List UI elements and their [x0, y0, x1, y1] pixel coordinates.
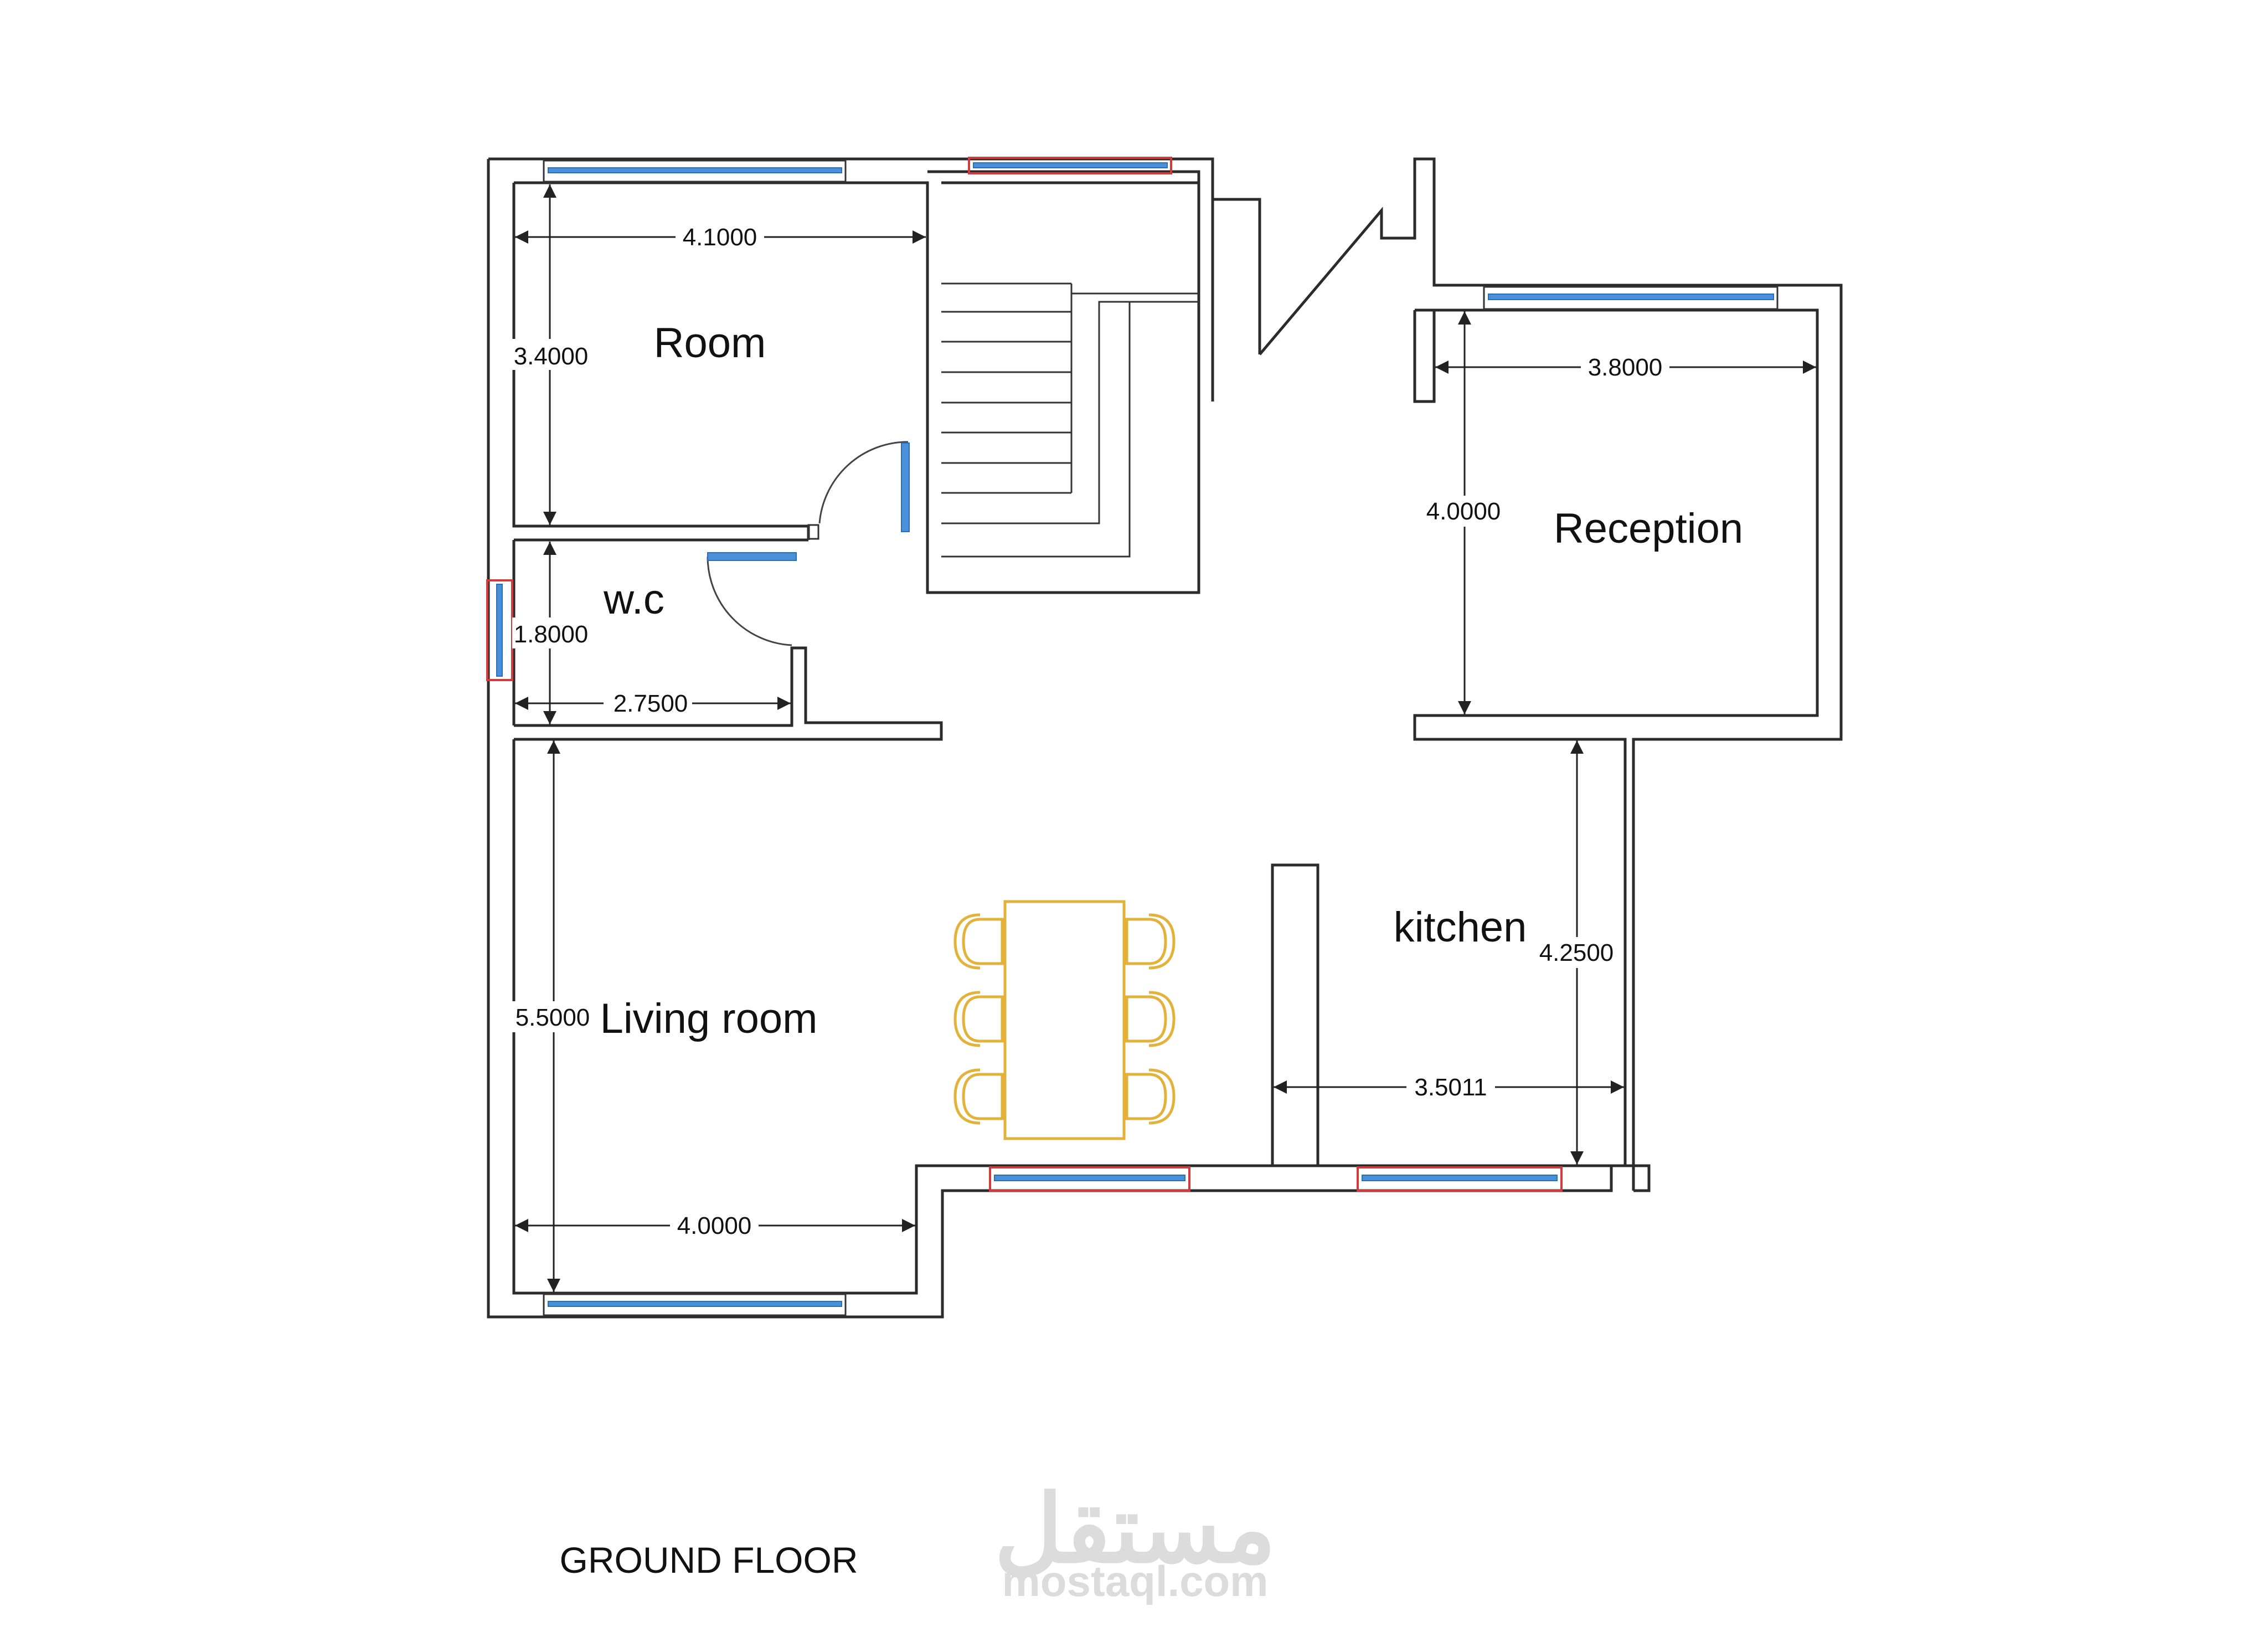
- dim-wc-height: 1.8000: [514, 621, 589, 648]
- door-wc: [707, 552, 797, 646]
- dim-kitchen-width: 3.5011: [1414, 1074, 1487, 1101]
- chair: [953, 1068, 1004, 1125]
- window-dining-bottom: [989, 1166, 1190, 1192]
- windows: [486, 157, 1779, 1316]
- window-kitchen-bottom: [1357, 1166, 1563, 1192]
- room-label-kitchen: kitchen: [1394, 904, 1527, 951]
- dim-reception-width: 3.8000: [1588, 354, 1663, 381]
- watermark: مستقل mostaql.com: [994, 1477, 1276, 1605]
- watermark-arabic: مستقل: [994, 1477, 1276, 1582]
- dim-living-height: 5.5000: [516, 1004, 590, 1031]
- dim-reception-height: 4.0000: [1426, 498, 1501, 525]
- room-label-room: Room: [654, 320, 766, 367]
- doors: [707, 441, 910, 646]
- dim-kitchen-height: 4.2500: [1539, 939, 1614, 966]
- plan-title: GROUND FLOOR: [559, 1540, 858, 1581]
- chair: [1125, 913, 1176, 970]
- dim-wc-width: 2.7500: [614, 690, 688, 717]
- chair: [953, 991, 1004, 1047]
- watermark-domain: mostaql.com: [1002, 1557, 1268, 1605]
- door-room: [807, 441, 910, 540]
- chair: [1125, 991, 1176, 1047]
- window-reception-top: [1483, 286, 1779, 310]
- room-label-living-room: Living room: [600, 995, 818, 1042]
- dining-table: [1003, 900, 1126, 1140]
- dimension-labels: 4.1000 3.4000 1.8000 2.7500 3.8000 4.000…: [514, 224, 1663, 1239]
- room-label-reception: Reception: [1554, 505, 1743, 552]
- staircase: [941, 282, 1199, 558]
- chair: [953, 913, 1004, 970]
- room-labels: Room w.c Reception Living room kitchen: [600, 320, 1744, 1042]
- dining-set: [953, 900, 1176, 1140]
- window-living-bottom: [543, 1293, 847, 1316]
- chair: [1125, 1068, 1176, 1125]
- dim-living-width: 4.0000: [677, 1212, 752, 1239]
- dimension-label-backgrounds: [512, 220, 1669, 1240]
- window-stairs-top: [968, 157, 1172, 174]
- room-label-wc: w.c: [603, 576, 664, 623]
- dim-room-width: 4.1000: [683, 224, 757, 251]
- window-room-top: [543, 159, 847, 183]
- dim-room-height: 3.4000: [514, 343, 589, 370]
- window-wc-left: [486, 579, 513, 681]
